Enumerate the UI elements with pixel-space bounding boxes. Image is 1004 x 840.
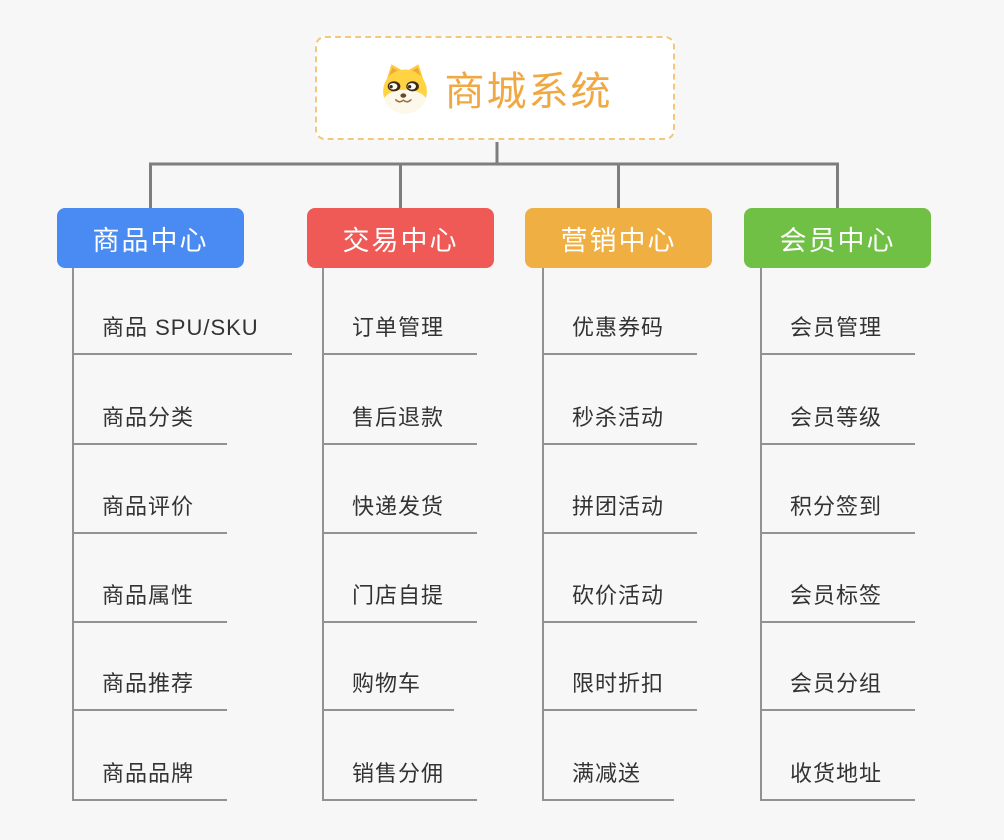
leaf-node[interactable]: 积分签到 xyxy=(761,489,916,534)
branch-spine-line xyxy=(72,268,74,801)
leaf-node[interactable]: 会员分组 xyxy=(761,666,916,711)
leaf-node[interactable]: 商品品牌 xyxy=(73,756,228,801)
branch-node-product-center[interactable]: 商品中心 xyxy=(57,208,244,268)
branch-label: 会员中心 xyxy=(779,225,896,256)
leaf-node[interactable]: 砍价活动 xyxy=(543,578,698,623)
leaf-node[interactable]: 购物车 xyxy=(323,666,455,711)
leaf-node[interactable]: 销售分佣 xyxy=(323,756,478,801)
leaf-node[interactable]: 商品评价 xyxy=(73,489,228,534)
leaf-node[interactable]: 限时折扣 xyxy=(543,666,698,711)
leaf-node[interactable]: 商品属性 xyxy=(73,578,228,623)
leaf-node[interactable]: 优惠券码 xyxy=(543,310,698,355)
dog-face-icon xyxy=(382,64,427,114)
leaf-node[interactable]: 订单管理 xyxy=(323,310,478,355)
leaf-node[interactable]: 商品推荐 xyxy=(73,666,228,711)
leaf-node[interactable]: 快递发货 xyxy=(323,489,478,534)
branch-label: 交易中心 xyxy=(342,225,459,256)
branch-spine-line xyxy=(760,268,762,801)
leaf-node[interactable]: 秒杀活动 xyxy=(543,400,698,445)
branch-node-member-center[interactable]: 会员中心 xyxy=(744,208,931,268)
leaf-node[interactable]: 售后退款 xyxy=(323,400,478,445)
leaf-node[interactable]: 收货地址 xyxy=(761,756,916,801)
branch-label: 营销中心 xyxy=(560,225,677,256)
root-node-title: 商城系统 xyxy=(444,70,613,114)
root-node-mall-system[interactable]: 商城系统 xyxy=(315,36,675,140)
leaf-node[interactable]: 会员标签 xyxy=(761,578,916,623)
branch-spine-line xyxy=(322,268,324,801)
branch-spine-line xyxy=(542,268,544,801)
leaf-node[interactable]: 门店自提 xyxy=(323,578,478,623)
leaf-node[interactable]: 会员管理 xyxy=(761,310,916,355)
branch-label: 商品中心 xyxy=(92,225,209,256)
leaf-node[interactable]: 商品分类 xyxy=(73,400,228,445)
leaf-node[interactable]: 会员等级 xyxy=(761,400,916,445)
leaf-node[interactable]: 满减送 xyxy=(543,756,675,801)
branch-node-trade-center[interactable]: 交易中心 xyxy=(307,208,494,268)
branch-node-marketing-center[interactable]: 营销中心 xyxy=(525,208,712,268)
leaf-node[interactable]: 拼团活动 xyxy=(543,489,698,534)
leaf-node[interactable]: 商品 SPU/SKU xyxy=(73,310,292,355)
